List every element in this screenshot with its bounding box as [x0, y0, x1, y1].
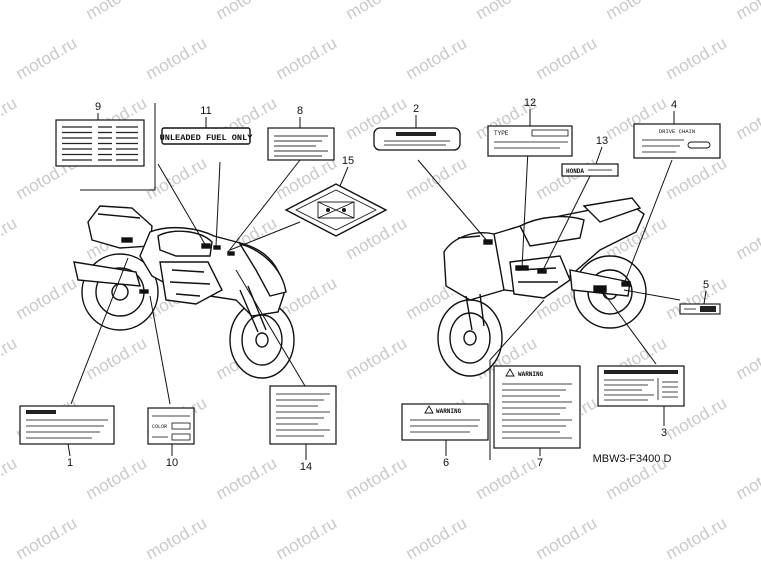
drive-chain-label-text: DRIVE CHAIN	[659, 128, 695, 135]
watermark-text: motod.ru	[343, 0, 411, 23]
label-3-drawing	[597, 365, 685, 407]
watermark-text: motod.ru	[733, 93, 761, 143]
callout-7: 7	[537, 457, 543, 469]
watermark-text: motod.ru	[733, 213, 761, 263]
leader-lines	[70, 103, 681, 460]
left-motorcycle-drawing	[73, 205, 295, 379]
watermark-text: motod.ru	[143, 513, 211, 563]
watermark-text: motod.ru	[533, 33, 601, 83]
right-motorcycle-drawing	[437, 197, 647, 377]
watermark-text: motod.ru	[343, 333, 411, 383]
watermark-text: motod.ru	[273, 513, 341, 563]
callout-14: 14	[300, 461, 312, 473]
callout-12: 12	[524, 97, 536, 109]
watermark-text: motod.ru	[533, 513, 601, 563]
label-13-drawing: HONDA	[561, 163, 619, 177]
color-label-text: COLOR	[152, 424, 167, 430]
watermark-text: motod.ru	[83, 453, 151, 503]
watermark-text: motod.ru	[733, 333, 761, 383]
callout-4: 4	[671, 99, 677, 111]
watermark-text: motod.ru	[343, 453, 411, 503]
callout-stems	[67, 109, 707, 460]
label-2-drawing	[373, 127, 461, 151]
watermark-text: motod.ru	[0, 213, 20, 263]
callout-1: 1	[67, 457, 73, 469]
label-6-drawing: WARNING	[401, 403, 489, 441]
watermark-text: motod.ru	[473, 453, 541, 503]
callout-11: 11	[200, 105, 211, 117]
label-15-drawing	[284, 183, 388, 237]
watermark-text: motod.ru	[663, 513, 731, 563]
watermark-text: motod.ru	[13, 513, 81, 563]
callout-8: 8	[297, 105, 303, 117]
label-4-drawing: DRIVE CHAIN	[633, 123, 721, 159]
label-10-drawing: COLOR	[147, 407, 195, 445]
honda-label-text: HONDA	[566, 168, 584, 175]
label-9-drawing	[55, 119, 145, 167]
watermark-text: motod.ru	[403, 153, 471, 203]
label-8-drawing	[267, 127, 335, 161]
warning-label-text-7: WARNING	[518, 371, 544, 378]
warning-label-text-6: WARNING	[436, 408, 462, 415]
label-14-drawing	[269, 385, 337, 445]
watermark-text: motod.ru	[0, 453, 20, 503]
watermark-text: motod.ru	[0, 333, 20, 383]
type-label-text: TYPE	[494, 130, 509, 137]
watermark-text: motod.ru	[83, 0, 151, 23]
label-5-drawing	[679, 303, 721, 315]
callout-5: 5	[703, 279, 709, 291]
callout-2: 2	[413, 103, 419, 115]
label-1-drawing	[19, 405, 115, 445]
unleaded-label-text: UNLEADED FUEL ONLY	[160, 133, 254, 143]
label-12-drawing: TYPE	[487, 125, 573, 157]
label-7-drawing: WARNING	[493, 365, 581, 449]
label-11-drawing: UNLEADED FUEL ONLY	[160, 127, 254, 145]
watermark-text: motod.ru	[213, 453, 281, 503]
callout-numbers: 9 11 8 15 2 12 4 13 5 1 10 14 6 7 3	[67, 97, 709, 473]
callout-3: 3	[661, 427, 667, 439]
watermark-text: motod.ru	[273, 33, 341, 83]
callout-13: 13	[596, 135, 608, 147]
callout-9: 9	[95, 101, 101, 113]
watermark-text: motod.ru	[143, 33, 211, 83]
watermark-text: motod.ru	[403, 33, 471, 83]
watermark-text: motod.ru	[0, 0, 20, 23]
callout-10: 10	[166, 457, 178, 469]
watermark-text: motod.ru	[533, 153, 601, 203]
watermark-text: motod.ru	[663, 153, 731, 203]
watermark-text: motod.ru	[83, 333, 151, 383]
watermark-text: motod.ru	[403, 513, 471, 563]
watermark-text: motod.ru	[733, 0, 761, 23]
diagram-code: MBW3-F3400 D	[593, 453, 672, 465]
callout-15: 15	[342, 155, 354, 167]
watermark-text: motod.ru	[13, 273, 81, 323]
watermark-text: motod.ru	[733, 453, 761, 503]
callout-6: 6	[443, 457, 449, 469]
watermark-text: motod.ru	[13, 33, 81, 83]
watermark-text: motod.ru	[0, 93, 20, 143]
watermark-text: motod.ru	[473, 0, 541, 23]
watermark-text: motod.ru	[663, 33, 731, 83]
watermark-text: motod.ru	[213, 0, 281, 23]
watermark-text: motod.ru	[603, 0, 671, 23]
